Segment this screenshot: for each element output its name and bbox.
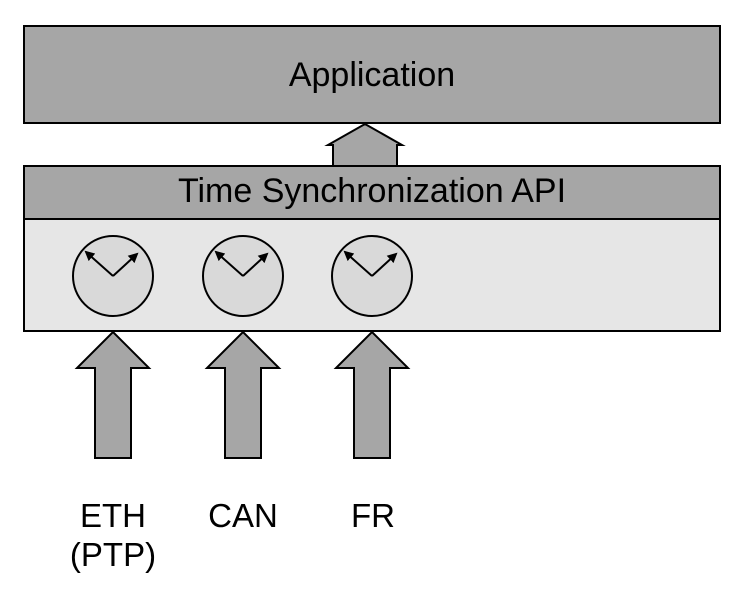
api-label: Time Synchronization API bbox=[177, 172, 567, 210]
source-label-fr: FR bbox=[351, 497, 395, 534]
up-arrow-to-application bbox=[324, 122, 406, 167]
clock-icon-fr bbox=[331, 235, 413, 317]
up-arrow-fr bbox=[333, 330, 411, 459]
application-box bbox=[23, 25, 721, 124]
up-arrow-eth bbox=[74, 330, 152, 459]
clock-icon-eth bbox=[72, 235, 154, 317]
source-sublabel-eth: (PTP) bbox=[69, 536, 157, 573]
application-label: Application bbox=[288, 56, 456, 94]
up-arrow-can bbox=[204, 330, 282, 459]
source-label-can: CAN bbox=[208, 497, 278, 534]
clock-icon-can bbox=[202, 235, 284, 317]
source-label-eth: ETH bbox=[80, 497, 146, 534]
